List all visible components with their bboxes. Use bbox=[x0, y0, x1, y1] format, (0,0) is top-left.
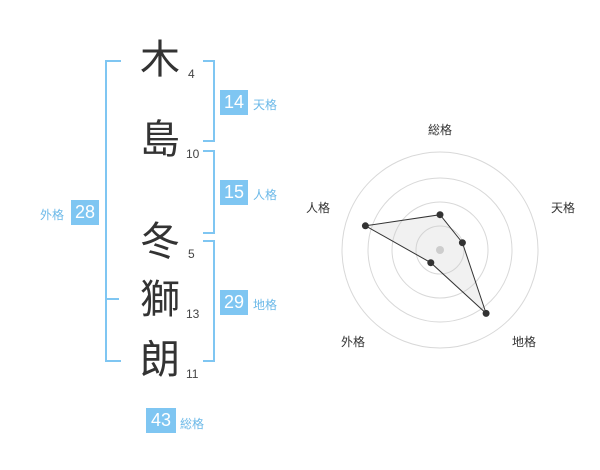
radar-ring-4 bbox=[341, 151, 539, 349]
tenkaku-value: 14 bbox=[220, 90, 248, 115]
soukaku-value: 43 bbox=[146, 408, 176, 433]
jinkaku-value: 15 bbox=[220, 180, 248, 205]
name-char-2: 島 bbox=[140, 117, 180, 163]
radar-axis-label-chikaku: 地格 bbox=[512, 334, 536, 349]
radar-ring-3 bbox=[367, 177, 513, 323]
radar-axis-label-soukaku: 総格 bbox=[428, 122, 452, 137]
chikaku-value: 29 bbox=[220, 290, 248, 315]
tenkaku-bracket bbox=[203, 60, 215, 142]
gaikaku-bracket-mid bbox=[105, 298, 119, 300]
radar-axis-label-gaikaku: 外格 bbox=[341, 334, 365, 349]
jinkaku-bracket bbox=[203, 150, 215, 234]
radar-axis-label-jinkaku: 人格 bbox=[306, 200, 330, 215]
radar-axis-label-tenkaku: 天格 bbox=[551, 200, 575, 215]
radar-point-3 bbox=[482, 309, 490, 317]
radar-polygon bbox=[363, 214, 487, 314]
gaikaku-value: 28 bbox=[71, 200, 99, 225]
radar-point-5 bbox=[361, 222, 369, 230]
chikaku-label: 地格 bbox=[253, 298, 278, 312]
stroke-count-2: 10 bbox=[186, 147, 200, 161]
gaikaku-bracket bbox=[105, 60, 121, 362]
stroke-count-3: 5 bbox=[188, 247, 195, 261]
gaikaku-label: 外格 bbox=[40, 208, 65, 222]
soukaku-label: 総格 bbox=[180, 417, 205, 431]
name-char-3: 冬 bbox=[140, 219, 180, 265]
radar-point-4 bbox=[427, 259, 435, 267]
tenkaku-label: 天格 bbox=[253, 98, 278, 112]
chikaku-bracket bbox=[203, 240, 215, 362]
radar-center-dot bbox=[436, 246, 444, 254]
stroke-count-1: 4 bbox=[188, 67, 195, 81]
jinkaku-label: 人格 bbox=[253, 188, 278, 202]
radar-point-1 bbox=[436, 211, 444, 219]
radar-points bbox=[361, 211, 490, 317]
name-char-1: 木 bbox=[140, 37, 180, 83]
stroke-count-5: 11 bbox=[186, 367, 199, 381]
name-char-5: 朗 bbox=[140, 337, 180, 383]
radar-point-2 bbox=[458, 239, 466, 247]
name-char-4: 獅 bbox=[140, 277, 180, 323]
radar-ring-2 bbox=[391, 201, 489, 299]
stroke-count-4: 13 bbox=[186, 307, 200, 321]
